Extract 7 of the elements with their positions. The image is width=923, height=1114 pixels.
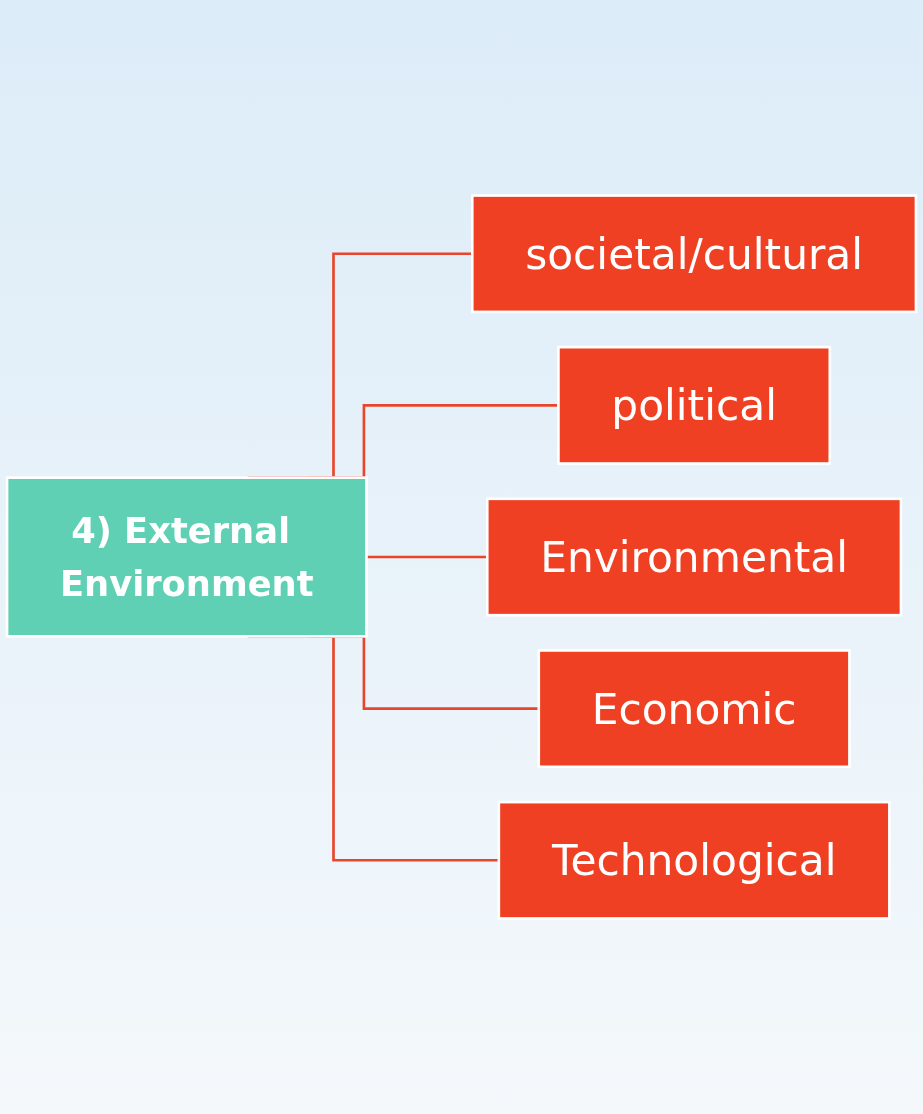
connector [366, 555, 488, 559]
node-box: 4) External Environment [5, 476, 368, 638]
node-box: political [557, 345, 832, 465]
node-box: Environmental [485, 497, 903, 617]
node-box: Technological [497, 800, 891, 920]
node-box: Economic [537, 649, 851, 769]
node-box: societal/cultural [470, 194, 918, 314]
